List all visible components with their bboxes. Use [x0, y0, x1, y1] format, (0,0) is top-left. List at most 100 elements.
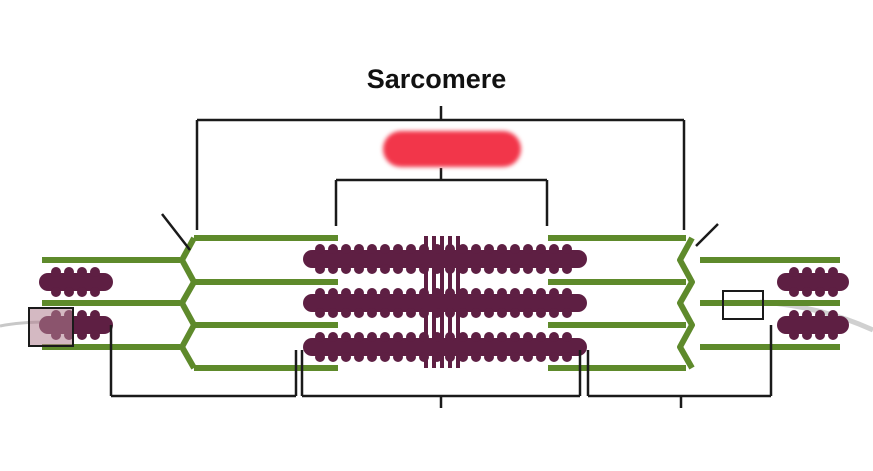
myosin-head [562, 244, 572, 254]
myosin-head [497, 244, 507, 254]
myosin-head [393, 308, 403, 318]
myosin-head [458, 288, 468, 298]
myosin-head [367, 288, 377, 298]
myosin-head [802, 267, 812, 277]
myosin-head [328, 288, 338, 298]
myosin-head [367, 308, 377, 318]
myosin-head [523, 244, 533, 254]
myosin-head [815, 310, 825, 320]
myosin-head [484, 352, 494, 362]
myosin-head [90, 287, 100, 297]
myosin-head [828, 267, 838, 277]
myosin-head [789, 287, 799, 297]
myosin-head [315, 308, 325, 318]
myosin-head [789, 310, 799, 320]
z-disc-pointer [161, 213, 191, 251]
myosin-head [393, 288, 403, 298]
myosin-head [90, 267, 100, 277]
myosin-head [64, 287, 74, 297]
myosin-head [536, 308, 546, 318]
myosin-head [367, 264, 377, 274]
myosin-head [536, 332, 546, 342]
myosin-head [523, 332, 533, 342]
myosin-head [523, 308, 533, 318]
myosin-head [484, 288, 494, 298]
myosin-head [484, 308, 494, 318]
myosin-head [549, 308, 559, 318]
myosin-head [471, 352, 481, 362]
myosin-head [406, 264, 416, 274]
myosin-head [406, 308, 416, 318]
z-disc [677, 236, 695, 370]
myosin-head [510, 264, 520, 274]
myosin-head [562, 308, 572, 318]
myosin-head [789, 330, 799, 340]
myosin-head [354, 332, 364, 342]
myosin-head [497, 264, 507, 274]
myosin-head [471, 288, 481, 298]
myosin-head [562, 332, 572, 342]
myosin-head [815, 267, 825, 277]
myosin-head [562, 352, 572, 362]
myosin-head [341, 244, 351, 254]
myosin-head [549, 288, 559, 298]
myosin-head [380, 308, 390, 318]
myosin-head [471, 332, 481, 342]
myosin-head [77, 330, 87, 340]
myosin-head [802, 287, 812, 297]
myosin-head [458, 352, 468, 362]
myosin-head [484, 264, 494, 274]
z-disc [179, 236, 197, 370]
m-line-bar [432, 236, 436, 368]
myosin-head [536, 264, 546, 274]
myosin-head [549, 332, 559, 342]
myosin-head [828, 287, 838, 297]
myosin-head [497, 308, 507, 318]
myosin-head [406, 332, 416, 342]
myosin-head [354, 308, 364, 318]
myosin-head [458, 332, 468, 342]
myosin-head [815, 287, 825, 297]
myosin-head [458, 244, 468, 254]
myosin-head [315, 244, 325, 254]
myosin-head [380, 264, 390, 274]
myosin-head [802, 330, 812, 340]
myosin-head [354, 264, 364, 274]
myosin-head [380, 288, 390, 298]
myosin-head [536, 288, 546, 298]
z-disc-pointer [695, 223, 719, 247]
myosin-head [471, 264, 481, 274]
myosin-head [90, 330, 100, 340]
highlight-box [28, 307, 74, 347]
myosin-head [471, 244, 481, 254]
myosin-head [341, 288, 351, 298]
myosin-head [341, 264, 351, 274]
myosin-head [828, 330, 838, 340]
myosin-head [484, 332, 494, 342]
myosin-head [328, 244, 338, 254]
myosin-head [380, 244, 390, 254]
myosin-head [51, 287, 61, 297]
myosin-head [341, 332, 351, 342]
myosin-head [406, 352, 416, 362]
myosin-head [393, 332, 403, 342]
myosin-head [328, 352, 338, 362]
myosin-head [315, 352, 325, 362]
myosin-head [77, 267, 87, 277]
myosin-head [549, 352, 559, 362]
myosin-head [510, 244, 520, 254]
highlight-box [722, 290, 764, 320]
myosin-head [458, 264, 468, 274]
myosin-head [471, 308, 481, 318]
myosin-head [536, 244, 546, 254]
myosin-head [328, 264, 338, 274]
myosin-head [549, 244, 559, 254]
myosin-head [90, 310, 100, 320]
myosin-head [315, 288, 325, 298]
myosin-head [523, 288, 533, 298]
myosin-head [393, 244, 403, 254]
myosin-head [367, 332, 377, 342]
myosin-head [315, 264, 325, 274]
myosin-head [497, 288, 507, 298]
